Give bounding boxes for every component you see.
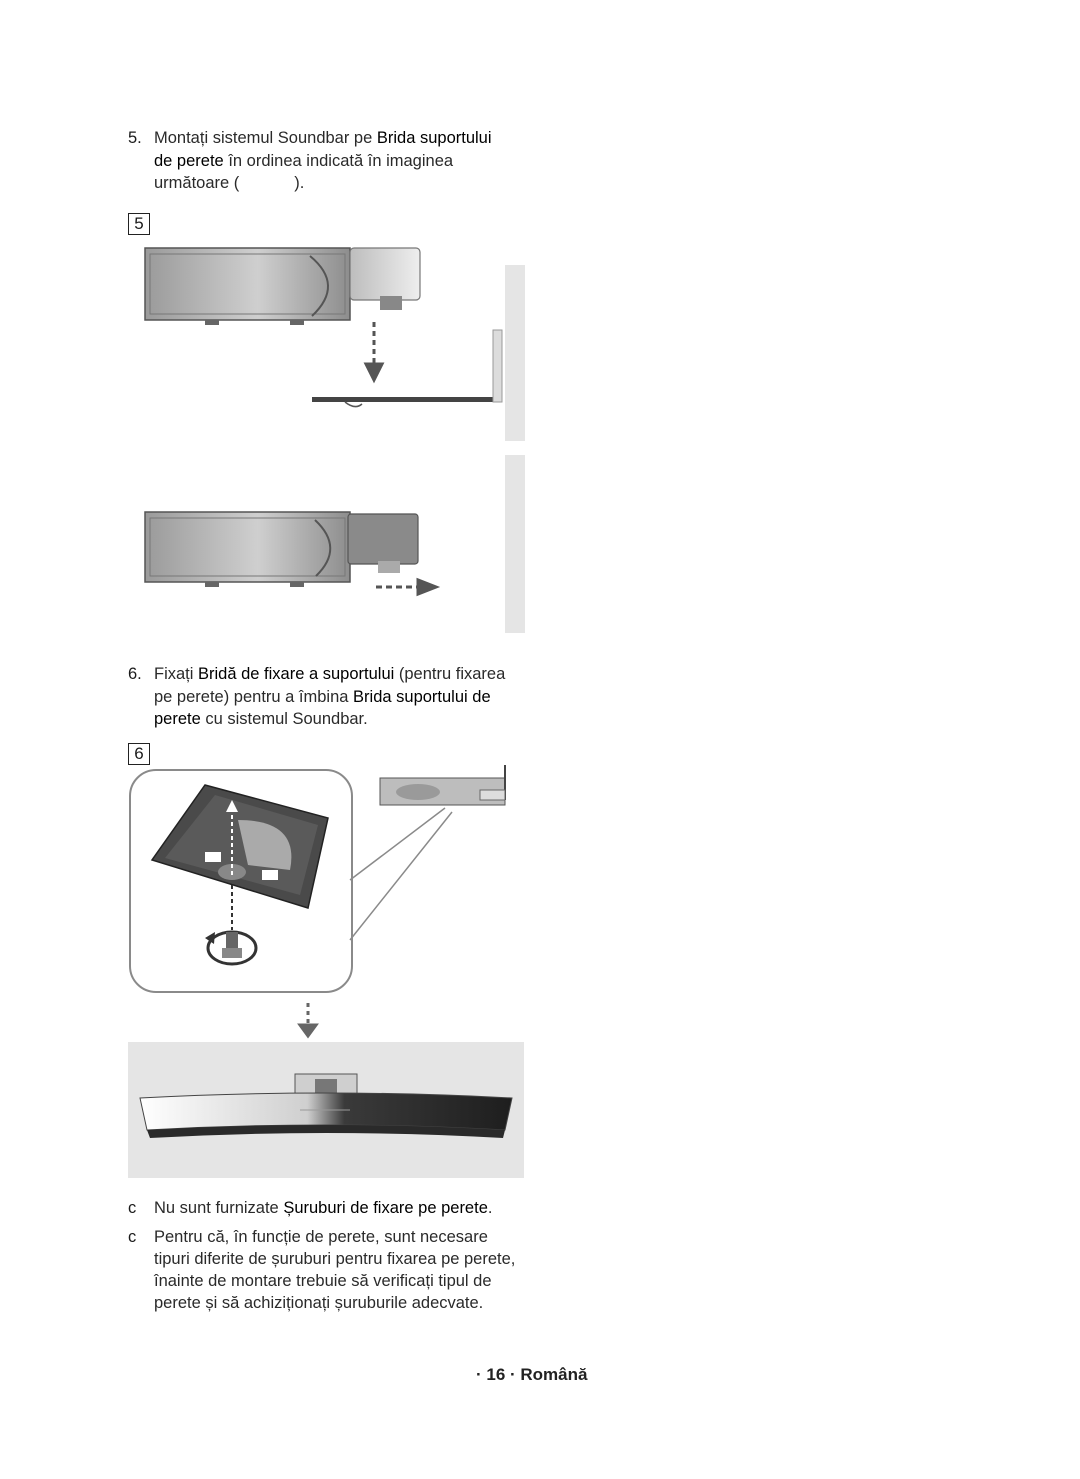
note-1: c Nu sunt furnizate Șuruburi de fixare p… [128,1197,528,1219]
bracket-plate [150,784,329,909]
note-2-line-1: Pentru că, în funcție de perete, sunt ne… [154,1228,488,1246]
wall-strip-bottom [505,455,525,633]
soundbar-top [144,247,421,325]
wall-bracket-top [312,329,503,408]
curved-soundbar [139,1073,513,1138]
step-5-text-post: următoare ( ). [154,174,305,192]
step-6-badge: 6 [128,743,150,765]
step-5-text-pre: Montați sistemul Soundbar pe [154,129,377,147]
screw-icon [205,930,258,966]
step-6-text-mid-1: (pentru fixarea [394,665,506,683]
note-1-highlight: Șuruburi de fixare pe perete [283,1199,488,1217]
step-6-text: 6. Fixați Bridă de fixare a suportului (… [128,663,528,731]
arrow-down [363,322,385,384]
note-1-text-pre: Nu sunt furnizate [154,1199,284,1217]
step-5-badge: 5 [128,213,150,235]
step-5-highlight-1: Brida suportului [376,129,492,147]
step-6-text-pre: Fixați [154,665,199,683]
note-2-line-4: perete și să achiziționați șuruburile ad… [154,1294,484,1312]
step-6-number: 6. [128,665,142,683]
step-5-text-mid: în ordinea indicată în imaginea [223,151,454,170]
page-footer: · 16 · Română [476,1365,588,1384]
note-1-marker: c [128,1199,137,1217]
step-6-highlight-3: perete [154,710,201,728]
note-2-line-2: tipuri diferite de șuruburi pentru fixar… [154,1250,516,1268]
wall-strip-top [505,265,525,441]
arrow-up-dashed [226,800,238,875]
note-2: c Pentru că, în funcție de perete, sunt … [128,1226,528,1314]
step-6-text-mid-2: pe perete) pentru a îmbina [154,687,354,706]
step-6-highlight-1: Bridă de fixare a suportului [198,665,395,683]
step-5-text: 5. Montați sistemul Soundbar pe Brida su… [128,127,528,195]
soundbar-bottom [144,511,419,587]
step-5-highlight-2: de perete [154,151,224,170]
note-2-line-3: înainte de montare trebuie să verificați… [154,1272,492,1290]
step-5-number: 5. [128,129,142,147]
step-6-highlight-2: Brida suportului de [353,687,491,706]
soundbar-overview [379,765,506,806]
arrow-right [376,577,441,597]
arrow-down-2 [297,1003,319,1039]
note-2-marker: c [128,1228,137,1246]
note-1-text-post: . [487,1199,493,1217]
step-6-text-post: cu sistemul Soundbar. [200,710,368,728]
